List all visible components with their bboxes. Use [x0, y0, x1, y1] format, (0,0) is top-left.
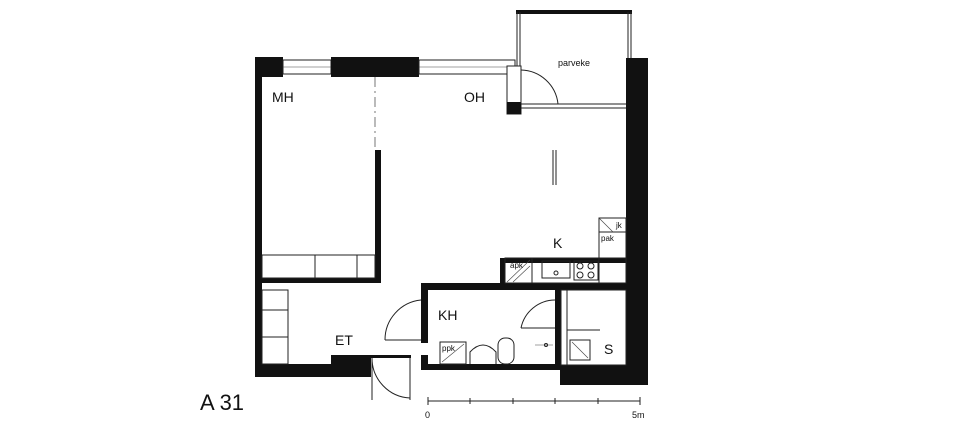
wardrobe-mh: [261, 254, 376, 279]
doors: [371, 69, 559, 400]
room-label-s: S: [604, 341, 613, 357]
kitchen-sink: [541, 260, 571, 279]
stove: [573, 260, 599, 281]
fixture-label-pak: pak: [601, 234, 615, 243]
fixture-label-ppk: ppk: [442, 344, 456, 353]
sauna-door-swing: [520, 299, 556, 329]
balcony-door-swing: [520, 69, 559, 105]
furniture: [261, 217, 627, 366]
room-label-oh: OH: [464, 89, 485, 105]
exterior-walls: [255, 57, 648, 385]
room-label-k: K: [553, 235, 563, 251]
sauna: [560, 289, 627, 366]
sauna-stove: [569, 339, 591, 361]
scale-start-label: 0: [425, 410, 430, 420]
fixture-label-apk: apk: [510, 261, 524, 270]
wardrobe-et: [261, 289, 289, 365]
toilet: [497, 337, 515, 365]
balcony: [516, 10, 632, 66]
room-label-et: ET: [335, 332, 353, 348]
apartment-label: A 31: [200, 390, 244, 415]
room-label-kh: KH: [438, 307, 457, 323]
interior-walls: [262, 150, 626, 370]
bathroom-door-swing: [384, 299, 422, 341]
bathroom-fixtures: [439, 337, 553, 365]
room-label-mh: MH: [272, 89, 294, 105]
washbasin: [469, 344, 497, 364]
fixture-label-jk: jk: [615, 221, 623, 230]
entrance-door-swing: [371, 357, 411, 399]
balcony-rail-top: [516, 10, 632, 14]
scale-end-label: 5m: [632, 410, 645, 420]
scale-bar: 0 5m: [425, 397, 645, 420]
room-label-parveke: parveke: [558, 58, 590, 68]
